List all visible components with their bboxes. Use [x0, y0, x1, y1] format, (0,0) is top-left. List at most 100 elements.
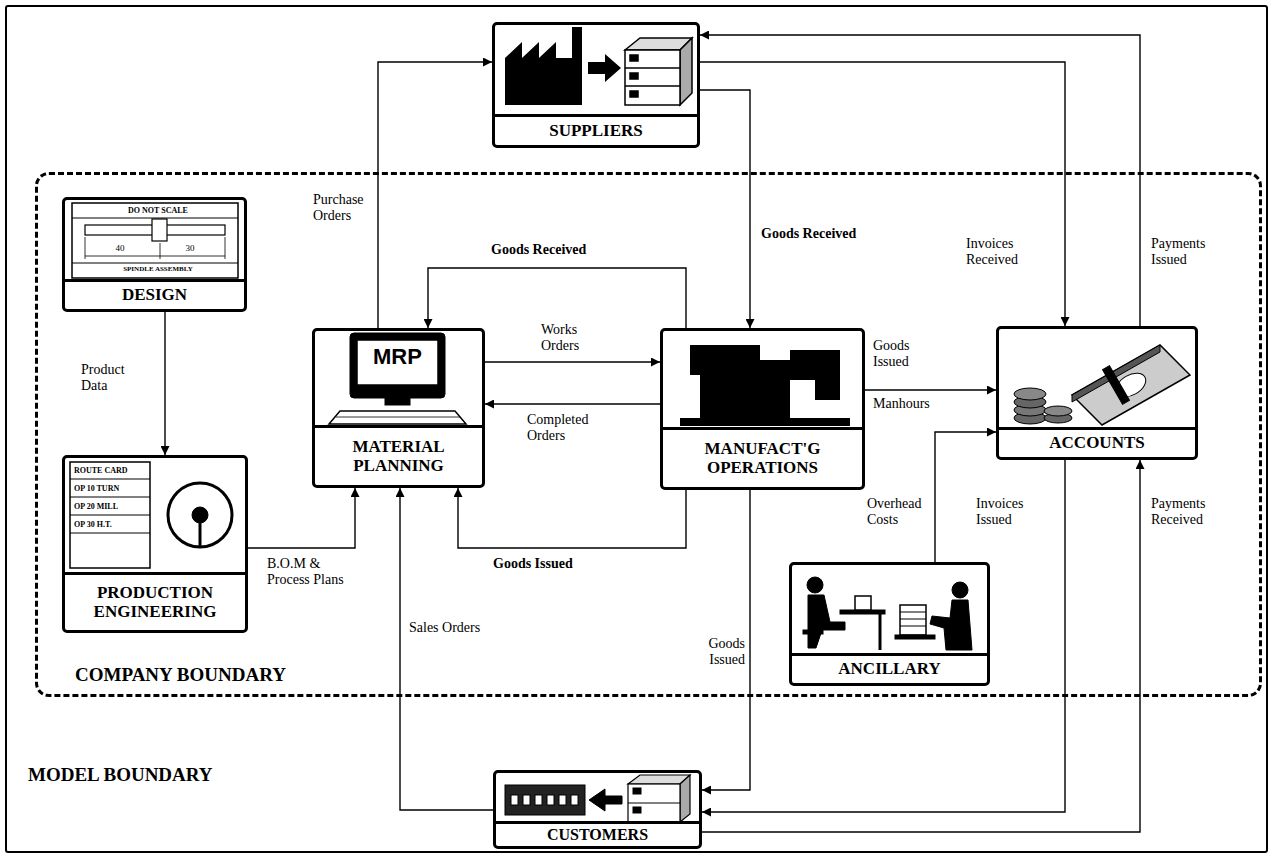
flow-arrow [702, 460, 1140, 832]
route-card-row: OP 20 MILL [74, 503, 150, 512]
flow-arrow [700, 35, 1140, 326]
company-boundary: COMPANY BOUNDARYDO NOT SCALE4030SPINDLE … [35, 172, 1262, 697]
flow-arrow [164, 312, 165, 455]
flow-label: B.O.M & Process Plans [266, 556, 358, 588]
office-people-icon-part [900, 612, 926, 613]
route-card-icon-part [168, 483, 232, 547]
flow-label: Product Data [80, 362, 137, 394]
money-icon-part [1072, 345, 1190, 425]
flow-arrow [428, 268, 686, 328]
box-title: MANUFACT'G OPERATIONS [663, 427, 862, 487]
drawing-icon-part [72, 263, 238, 264]
box-title: PRODUCTION ENGINEERING [65, 572, 245, 630]
office-people-icon-part [855, 596, 871, 610]
route-card-row: OP 10 TURN [74, 485, 150, 494]
warehouse-icon-part [559, 795, 566, 805]
flow-label: Payments Received [1150, 496, 1232, 528]
accounts-box: ACCOUNTS [996, 326, 1198, 460]
production-engineering-box: ROUTE CARDOP 10 TURNOP 20 MILLOP 30 H.T.… [62, 455, 248, 633]
flow-arrow [458, 488, 686, 548]
office-people-icon-part [803, 630, 823, 634]
warehouse-icon-part [589, 789, 622, 811]
factory-icon-part [505, 27, 582, 105]
machine-icon-part [690, 345, 840, 422]
model-boundary: MODEL BOUNDARY SUPPLIERS COMPANY BOUNDARY D… [5, 5, 1268, 853]
computer-icon-part [329, 411, 466, 424]
warehouse-icon-part [535, 795, 542, 805]
office-people-icon-part [895, 635, 935, 639]
flow-label: Overhead Costs [866, 496, 932, 528]
boundary-label: COMPANY BOUNDARY [75, 665, 286, 686]
route-card-icon-part [70, 497, 150, 498]
flow-arrow [248, 488, 355, 548]
warehouse-icon-part [628, 803, 680, 804]
drawing-title: SPINDLE ASSEMBLY [75, 266, 241, 274]
office-people-icon [803, 577, 972, 650]
box-title: CUSTOMERS [496, 821, 699, 846]
computer-icon-part [350, 333, 445, 398]
office-people-icon-part [807, 577, 823, 593]
flow-label: Invoices Issued [975, 496, 1049, 528]
warehouse-icon-part [628, 784, 680, 822]
warehouse-icon-part [523, 795, 530, 805]
money-icon-part [1044, 406, 1072, 416]
box-title: DESIGN [65, 279, 244, 309]
design-box: DO NOT SCALE4030SPINDLE ASSEMBLYDESIGN [62, 197, 247, 312]
cabinet-icon-part [680, 38, 692, 105]
computer-icon-part [385, 398, 410, 405]
flow-label: Goods Received [490, 242, 587, 258]
office-people-icon-part [879, 614, 882, 650]
factory-icon [505, 27, 621, 105]
cabinet-icon-part [625, 85, 680, 87]
computer-icon [329, 333, 466, 424]
route-card-icon-part [192, 507, 208, 523]
flow-label: Invoices Received [965, 236, 1039, 268]
flow-arrow [700, 90, 750, 328]
cabinet-icon-part [625, 50, 680, 105]
route-card-icon-part [70, 533, 150, 534]
dimension: 30 [175, 244, 205, 254]
customers-box: CUSTOMERS [493, 770, 702, 849]
flow-label: Payments Issued [1150, 236, 1227, 268]
dimension: 40 [105, 244, 135, 254]
warehouse-icon-part [680, 775, 690, 822]
drawing-icon-part [152, 219, 167, 241]
office-people-icon-part [900, 619, 926, 620]
cabinet-icon-part [630, 73, 638, 79]
computer-icon-part [336, 417, 460, 418]
computer-icon-part [357, 340, 438, 385]
flow-arrow [700, 62, 1065, 326]
office-people-icon-part [952, 582, 968, 598]
flow-label: Works Orders [540, 322, 597, 354]
screen-text: MRP [357, 345, 438, 369]
route-card-icon-part [199, 523, 202, 547]
flow-arrow [485, 403, 660, 404]
flow-label: Goods Issued [872, 338, 932, 370]
warehouse-icon [505, 775, 690, 822]
flow-label: Goods Received [760, 226, 857, 242]
machine-icon-part [680, 418, 850, 426]
flow-arrow [865, 389, 996, 390]
flow-arrow [400, 488, 493, 810]
box-title: MATERIAL PLANNING [315, 425, 482, 485]
factory-icon-part [588, 54, 621, 82]
boundary-label: MODEL BOUNDARY [28, 765, 213, 786]
cabinet-icon-part [625, 67, 680, 69]
route-card-icon-part [70, 515, 150, 516]
machine-icon [680, 345, 850, 426]
flow-arrow [702, 460, 1065, 812]
box-title: SUPPLIERS [495, 114, 697, 145]
office-people-icon-part [900, 605, 926, 635]
office-people-icon-part [900, 626, 926, 627]
warehouse-icon-part [633, 807, 641, 813]
material-planning-box: MRP MATERIAL PLANNING [312, 328, 485, 488]
drawing-icon-part [160, 243, 161, 259]
warehouse-icon-part [633, 788, 641, 794]
ancillary-box: ANCILLARY [789, 562, 990, 686]
flow-label: Purchase Orders [312, 192, 374, 224]
warehouse-icon-part [511, 795, 518, 805]
flow-arrow [378, 62, 492, 328]
money-icon [1014, 345, 1190, 425]
office-people-icon-part [930, 600, 972, 650]
